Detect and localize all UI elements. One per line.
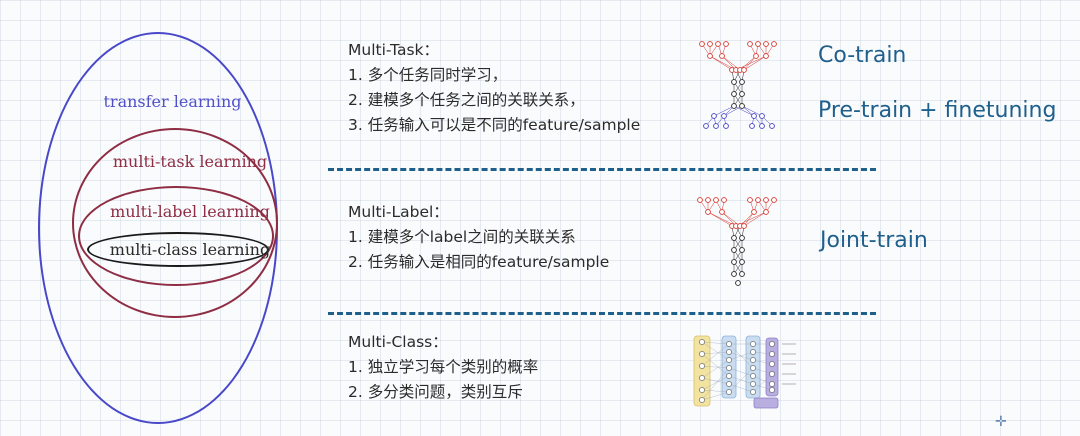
- multi-label-heading: Multi-Label：: [348, 203, 449, 221]
- multi-class-section: Multi-Class： 1. 独立学习每个类别的概率 2. 多分类问题，类别互…: [348, 330, 538, 405]
- multi-label-learning-label: multi-label learning: [110, 202, 270, 221]
- multi-class-line-1: 1. 独立学习每个类别的概率: [348, 358, 539, 376]
- multi-class-heading: Multi-Class：: [348, 333, 448, 351]
- multi-class-line-2: 2. 多分类问题，类别互斥: [348, 383, 523, 401]
- multi-task-line-1: 1. 多个任务同时学习，: [348, 66, 508, 84]
- multi-class-network-icon: [693, 335, 796, 409]
- multi-task-network-icon: [699, 41, 777, 129]
- multi-class-learning-label: multi-class learning: [109, 240, 271, 259]
- plus-mark-icon: ✛: [995, 414, 1007, 430]
- multi-task-learning-ellipse: [72, 128, 278, 318]
- multi-label-network-icon: [697, 197, 777, 286]
- multi-task-line-2: 2. 建模多个任务之间的关联关系，: [348, 91, 585, 109]
- co-train-method: Co-train: [818, 43, 907, 68]
- multi-label-line-2: 2. 任务输入是相同的feature/sample: [348, 253, 610, 271]
- multi-label-section: Multi-Label： 1. 建模多个label之间的关联关系 2. 任务输入…: [348, 200, 609, 275]
- multi-class-learning-ellipse: [87, 232, 269, 267]
- section-divider-2: [328, 312, 876, 315]
- transfer-learning-label: transfer learning: [103, 92, 242, 111]
- section-divider-1: [328, 168, 876, 171]
- multi-label-line-1: 1. 建模多个label之间的关联关系: [348, 228, 576, 246]
- multi-label-learning-ellipse: [78, 186, 274, 286]
- multi-task-heading: Multi-Task：: [348, 41, 440, 59]
- multi-task-learning-label: multi-task learning: [112, 152, 268, 171]
- joint-train-method: Joint-train: [820, 228, 928, 253]
- multi-task-section: Multi-Task： 1. 多个任务同时学习， 2. 建模多个任务之间的关联关…: [348, 38, 640, 138]
- multi-task-line-3: 3. 任务输入可以是不同的feature/sample: [348, 116, 641, 134]
- pretrain-finetuning-method: Pre-train + finetuning: [818, 98, 1057, 123]
